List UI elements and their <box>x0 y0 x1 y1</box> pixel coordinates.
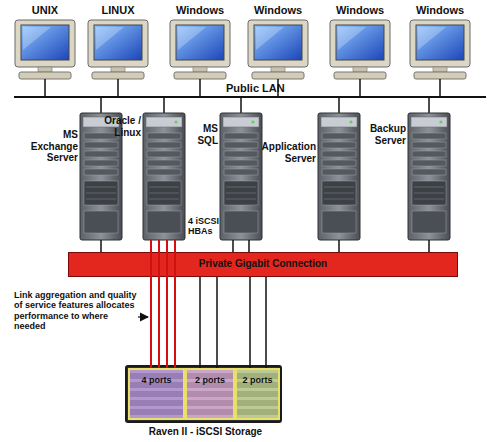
network-link <box>265 277 267 368</box>
workstation: Windows <box>410 20 470 79</box>
network-link <box>338 240 340 252</box>
node-label: Windows <box>320 4 400 17</box>
network-link <box>166 240 168 368</box>
network-link <box>249 277 251 368</box>
node-label: MS SQL <box>188 123 218 146</box>
network-link <box>158 240 160 368</box>
node-label: Oracle / Linux <box>97 115 141 138</box>
node-label: Backup Server <box>360 123 406 146</box>
server: Backup Server <box>408 113 450 240</box>
node-label: Raven II - iSCSI Storage <box>97 426 314 438</box>
workstation: Windows <box>248 20 308 79</box>
server: MS SQL <box>220 113 262 240</box>
port-group: 4 ports <box>128 368 185 420</box>
workstation: UNIX <box>15 20 75 79</box>
lan-drops <box>45 79 440 113</box>
network-link <box>150 240 152 368</box>
node-label: Windows <box>160 4 240 17</box>
annotation: 4 iSCSI HBAs <box>188 216 228 237</box>
node-label: MS Exchange Server <box>14 129 78 164</box>
annotation: Public LAN <box>226 82 306 95</box>
annotation: Link aggregation and quality of service … <box>14 290 138 331</box>
node-label: Windows <box>238 4 318 17</box>
network-link <box>216 277 218 368</box>
server: Application Server <box>318 113 360 240</box>
network-link <box>248 240 250 252</box>
port-group: 2 ports <box>185 368 235 420</box>
network-link <box>428 240 430 252</box>
network-link <box>199 277 201 368</box>
node-label: 4 ports <box>130 375 183 385</box>
workstation-icons <box>15 20 470 79</box>
workstation: Windows <box>330 20 390 79</box>
network-link <box>232 240 234 252</box>
workstation: LINUX <box>88 20 148 79</box>
workstation: Windows <box>170 20 230 79</box>
port-group: 2 ports <box>235 368 280 420</box>
lan-bus <box>14 96 486 98</box>
node-label: LINUX <box>78 4 158 17</box>
node-label: 2 ports <box>187 375 233 385</box>
server-icons <box>80 113 450 240</box>
node-label: Private Gigabit Connection <box>69 258 457 270</box>
storage-array: Raven II - iSCSI Storage4 ports2 ports2 … <box>125 365 282 423</box>
network-link <box>100 240 102 252</box>
network-link <box>174 240 176 368</box>
node-label: UNIX <box>5 4 85 17</box>
server: Oracle / Linux <box>143 113 185 240</box>
node-label: Windows <box>400 4 480 17</box>
leader-arrow <box>138 316 148 317</box>
node-label: Application Server <box>256 141 316 164</box>
node-label: 2 ports <box>237 375 278 385</box>
gigabit-band: Private Gigabit Connection <box>68 252 458 277</box>
